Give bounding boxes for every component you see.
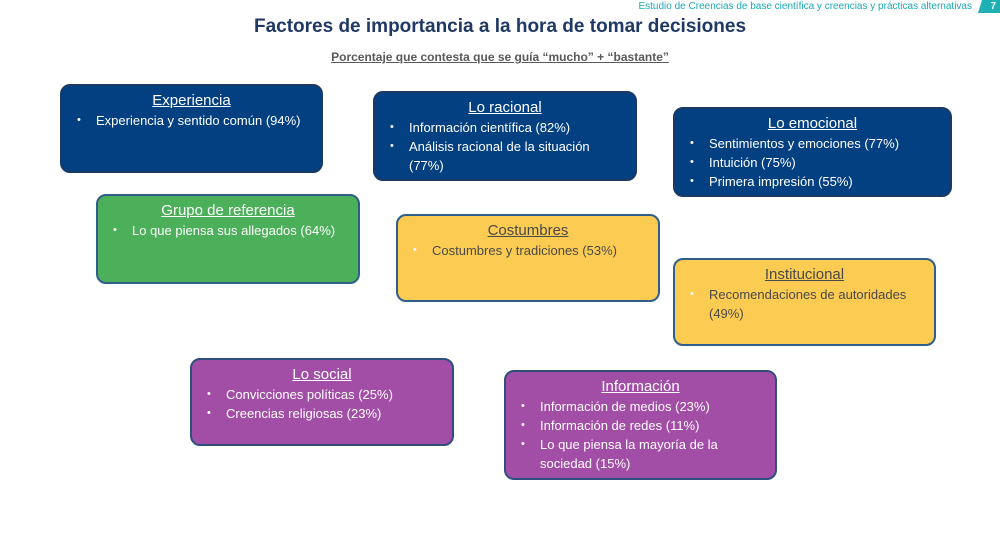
box-title: Grupo de referencia: [161, 202, 295, 219]
item-list: Información científica (82%) Análisis ra…: [387, 118, 623, 175]
list-item: Análisis racional de la situación (77%): [390, 137, 623, 175]
box-costumbres: Costumbres Costumbres y tradiciones (53%…: [396, 214, 660, 302]
list-item: Recomendaciones de autoridades (49%): [690, 285, 922, 323]
item-list: Lo que piensa sus allegados (64%): [110, 221, 346, 240]
box-social: Lo social Convicciones políticas (25%) C…: [190, 358, 454, 446]
list-item: Experiencia y sentido común (94%): [77, 111, 309, 130]
item-list: Costumbres y tradiciones (53%): [410, 241, 646, 260]
box-title: Información: [601, 378, 680, 395]
box-experiencia: Experiencia Experiencia y sentido común …: [60, 84, 323, 173]
box-title: Lo racional: [468, 99, 542, 116]
list-item: Intuición (75%): [690, 153, 938, 172]
item-list: Información de medios (23%) Información …: [518, 397, 763, 473]
list-item: Lo que piensa la mayoría de la sociedad …: [521, 435, 763, 473]
item-list: Experiencia y sentido común (94%): [74, 111, 309, 130]
box-emocional: Lo emocional Sentimientos y emociones (7…: [673, 107, 952, 197]
box-informacion: Información Información de medios (23%) …: [504, 370, 777, 480]
box-title: Experiencia: [152, 92, 231, 109]
list-item: Información científica (82%): [390, 118, 623, 137]
list-item: Lo que piensa sus allegados (64%): [113, 221, 346, 240]
page-number: 7: [978, 0, 1000, 13]
header-text: Estudio de Creencias de base científica …: [638, 1, 972, 12]
box-racional: Lo racional Información científica (82%)…: [373, 91, 637, 181]
item-list: Sentimientos y emociones (77%) Intuición…: [687, 134, 938, 191]
list-item: Sentimientos y emociones (77%): [690, 134, 938, 153]
box-title: Lo emocional: [767, 115, 858, 132]
list-item: Primera impresión (55%): [690, 172, 938, 191]
list-item: Creencias religiosas (23%): [207, 404, 440, 423]
list-item: Información de medios (23%): [521, 397, 763, 416]
box-grupo-referencia: Grupo de referencia Lo que piensa sus al…: [96, 194, 360, 284]
item-list: Recomendaciones de autoridades (49%): [687, 285, 922, 323]
header-bar: Estudio de Creencias de base científica …: [0, 0, 1000, 14]
box-institucional: Institucional Recomendaciones de autorid…: [673, 258, 936, 346]
page-subtitle: Porcentaje que contesta que se guía “muc…: [331, 50, 669, 64]
list-item: Costumbres y tradiciones (53%): [413, 241, 646, 260]
item-list: Convicciones políticas (25%) Creencias r…: [204, 385, 440, 423]
list-item: Convicciones políticas (25%): [207, 385, 440, 404]
page-title: Factores de importancia a la hora de tom…: [253, 16, 747, 37]
box-title: Institucional: [764, 266, 845, 283]
box-title: Costumbres: [487, 222, 569, 239]
list-item: Información de redes (11%): [521, 416, 763, 435]
box-title: Lo social: [292, 366, 352, 383]
